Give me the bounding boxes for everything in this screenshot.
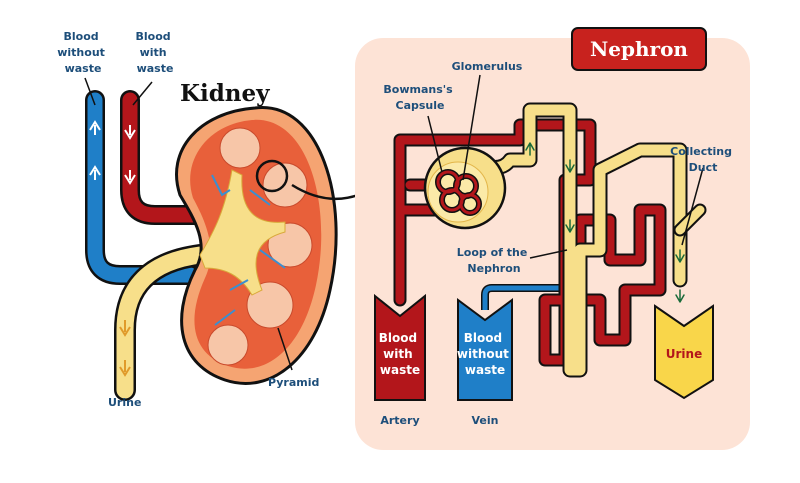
down-arrow-icon	[675, 249, 685, 263]
label-blood-without-waste: Blood without waste	[57, 30, 109, 75]
kidney-vessels	[211, 174, 286, 326]
label-blood-with-waste: Blood with waste	[136, 30, 175, 75]
pointer-line	[681, 167, 704, 246]
down-arrow-icon	[124, 125, 136, 140]
label-artery: Artery	[380, 414, 419, 427]
renal-artery	[120, 90, 210, 225]
magnify-circle	[255, 159, 289, 193]
pointer-line	[529, 249, 568, 259]
down-arrow-icon	[675, 289, 685, 303]
nephron-title-box	[571, 27, 707, 71]
kidney-title: Kidney	[180, 80, 270, 107]
label-urine: Urine	[108, 396, 141, 409]
svg-text:Blood with waste: Blood with waste	[379, 331, 422, 377]
renal-pelvis	[199, 169, 286, 296]
pointer-line	[132, 81, 153, 106]
label-glomerulus: Glomerulus	[452, 60, 523, 73]
pointer-line	[84, 77, 96, 106]
pointer-line	[462, 74, 481, 181]
down-arrow-icon	[565, 219, 575, 233]
urine-box: Urine	[654, 304, 714, 400]
label-vein: Vein	[472, 414, 499, 427]
label-collecting-duct: Collecting Duct	[670, 145, 736, 174]
up-arrow-icon	[89, 120, 101, 135]
vein-box: Blood without waste	[457, 298, 513, 401]
down-arrow-icon	[119, 360, 131, 377]
pointer-line	[427, 115, 443, 173]
up-arrow-icon	[525, 142, 535, 156]
artery-box: Blood with waste	[374, 293, 426, 401]
renal-vein	[85, 90, 200, 285]
nephron-title: Nephron	[590, 37, 688, 61]
pointer-line	[277, 327, 293, 371]
label-bowmans-capsule: Bowmans's Capsule	[383, 83, 456, 112]
label-loop-of-nephron: Loop of the Nephron	[457, 246, 531, 275]
up-arrow-icon	[89, 165, 101, 180]
label-pyramid: Pyramid	[268, 376, 319, 389]
ureter	[114, 244, 211, 401]
down-arrow-icon	[124, 170, 136, 185]
kidney-body	[175, 106, 338, 385]
down-arrow-icon	[119, 320, 131, 337]
svg-text:Urine: Urine	[666, 347, 702, 361]
svg-text:Blood without wast: Blood without waste	[457, 331, 513, 377]
down-arrow-icon	[565, 159, 575, 173]
vein-vessel	[482, 285, 565, 310]
